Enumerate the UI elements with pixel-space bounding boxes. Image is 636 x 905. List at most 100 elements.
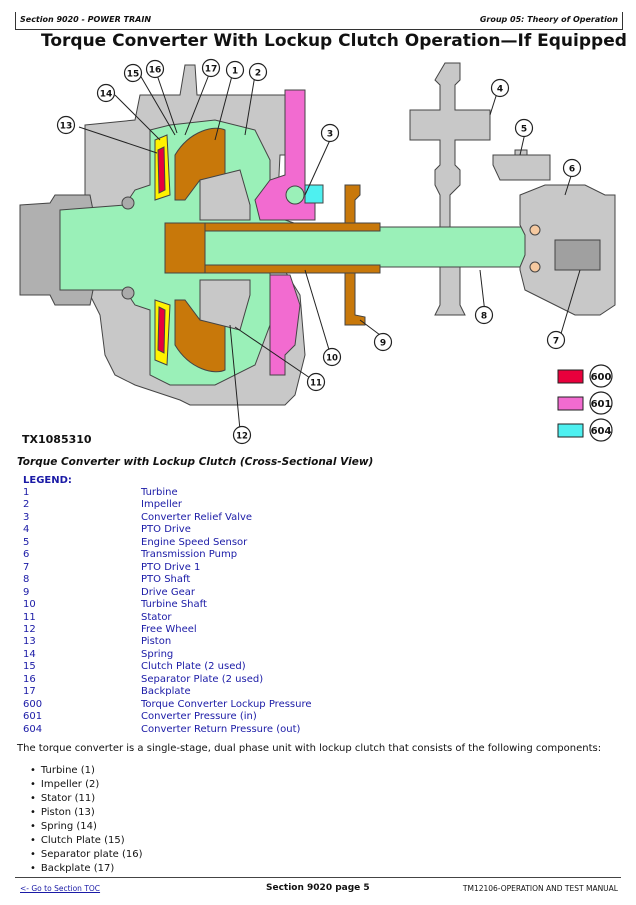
legend-item-label: PTO Shaft bbox=[141, 574, 191, 586]
legend-item: 13 Piston bbox=[23, 636, 312, 648]
turbine-shaft-sleeve-bottom bbox=[204, 264, 381, 274]
torque-converter-diagram: 15 16 17 1 2 14 13 3 4 5 6 7 8 9 10 11 1… bbox=[19, 58, 616, 445]
legend-item-label: Engine Speed Sensor bbox=[141, 536, 248, 548]
component-list-item: Spring (14) bbox=[30, 820, 142, 834]
group-label: Group 05: Theory of Operation bbox=[479, 15, 618, 24]
figure-id: TX1085310 bbox=[22, 433, 92, 446]
legend-item-number: 12 bbox=[23, 623, 36, 635]
legend-item-label: Torque Converter Lockup Pressure bbox=[141, 698, 312, 710]
legend-item-label: Impeller bbox=[141, 499, 183, 511]
component-list-item: Clutch Plate (15) bbox=[30, 834, 142, 848]
legend-item-number: 7 bbox=[23, 561, 30, 573]
component-list-item: Piston (13) bbox=[30, 806, 142, 820]
legend-heading: LEGEND: bbox=[23, 475, 72, 486]
turbine-blades-top bbox=[174, 127, 226, 201]
callout-4: 4 bbox=[490, 78, 510, 98]
svg-text:9: 9 bbox=[380, 339, 386, 349]
relief-valve-ball bbox=[285, 185, 305, 205]
callout-10: 10 bbox=[322, 347, 342, 367]
go-to-section-toc-link[interactable]: <- Go to Section TOC bbox=[20, 884, 101, 893]
legend-item-label: Converter Return Pressure (out) bbox=[141, 723, 301, 735]
page-number: Section 9020 page 5 bbox=[266, 883, 370, 893]
callout-9: 9 bbox=[373, 332, 393, 352]
callout-11: 11 bbox=[306, 372, 326, 392]
legend-item-number: 15 bbox=[23, 661, 36, 673]
svg-text:12: 12 bbox=[236, 432, 248, 442]
legend-item-number: 17 bbox=[23, 686, 36, 698]
callout-7: 7 bbox=[546, 330, 566, 350]
svg-text:17: 17 bbox=[205, 65, 218, 75]
svg-text:1: 1 bbox=[232, 67, 238, 77]
pto-shaft bbox=[164, 226, 571, 268]
callout-14: 14 bbox=[96, 83, 116, 103]
section-label: Section 9020 - POWER TRAIN bbox=[20, 15, 152, 24]
svg-text:7: 7 bbox=[553, 337, 559, 347]
legend-item-number: 8 bbox=[23, 574, 30, 586]
turbine-shaft-sleeve-top bbox=[204, 222, 381, 232]
callout-2: 2 bbox=[248, 62, 268, 82]
color-key-604: 604 bbox=[557, 418, 613, 442]
legend-item-label: PTO Drive bbox=[141, 524, 191, 536]
legend-item: 7 PTO Drive 1 bbox=[23, 562, 312, 574]
footer-divider bbox=[15, 877, 621, 878]
svg-text:8: 8 bbox=[481, 312, 487, 322]
bearing bbox=[529, 224, 541, 236]
legend-item-label: Spring bbox=[141, 648, 174, 660]
bearing bbox=[121, 286, 135, 300]
legend-item: 10 Turbine Shaft bbox=[23, 599, 312, 611]
legend-item-label: Transmission Pump bbox=[141, 549, 238, 561]
legend-item-label: Turbine bbox=[141, 487, 178, 498]
pto-drive-gear-lower bbox=[434, 266, 466, 316]
callout-8: 8 bbox=[474, 305, 494, 325]
callout-3: 3 bbox=[320, 123, 340, 143]
legend-item-label: PTO Drive 1 bbox=[141, 561, 201, 573]
callout-15: 15 bbox=[123, 63, 143, 83]
legend-item-label: Backplate bbox=[141, 686, 191, 698]
svg-text:5: 5 bbox=[521, 125, 527, 135]
svg-text:6: 6 bbox=[569, 165, 575, 175]
legend-item: 8 PTO Shaft bbox=[23, 574, 312, 586]
callout-13: 13 bbox=[56, 115, 76, 135]
callout-5: 5 bbox=[514, 118, 534, 138]
legend-item: 17 Backplate bbox=[23, 686, 312, 698]
stator-top bbox=[199, 169, 251, 221]
housing-shapes bbox=[19, 62, 616, 406]
svg-text:2: 2 bbox=[255, 69, 261, 79]
legend-item-number: 13 bbox=[23, 636, 36, 648]
component-list-item: Stator (11) bbox=[30, 792, 142, 806]
svg-text:16: 16 bbox=[149, 66, 162, 76]
legend-item-number: 9 bbox=[23, 586, 30, 598]
manual-title: TM12106-OPERATION AND TEST MANUAL bbox=[462, 884, 618, 893]
component-list-item: Impeller (2) bbox=[30, 778, 142, 792]
legend-item-number: 11 bbox=[23, 611, 36, 623]
stator-bottom bbox=[199, 279, 251, 331]
component-list: Turbine (1)Impeller (2)Stator (11)Piston… bbox=[30, 764, 143, 876]
svg-text:10: 10 bbox=[326, 354, 338, 364]
figure-caption: Torque Converter with Lockup Clutch (Cro… bbox=[17, 456, 374, 468]
pressure-area-bottom bbox=[157, 306, 166, 354]
legend-item-number: 10 bbox=[23, 599, 36, 611]
legend-item-label: Turbine Shaft bbox=[141, 599, 207, 611]
callout-6: 6 bbox=[562, 158, 582, 178]
svg-text:14: 14 bbox=[100, 90, 113, 100]
pressure-color-key: 600 601 604 bbox=[557, 364, 613, 442]
legend-item-number: 604 bbox=[23, 723, 43, 735]
pto-drive-1 bbox=[554, 239, 601, 271]
svg-text:601: 601 bbox=[591, 399, 612, 410]
legend-item-label: Separator Plate (2 used) bbox=[141, 673, 264, 685]
legend-item-label: Piston bbox=[141, 636, 172, 648]
svg-text:604: 604 bbox=[591, 426, 612, 437]
svg-text:13: 13 bbox=[60, 122, 73, 132]
